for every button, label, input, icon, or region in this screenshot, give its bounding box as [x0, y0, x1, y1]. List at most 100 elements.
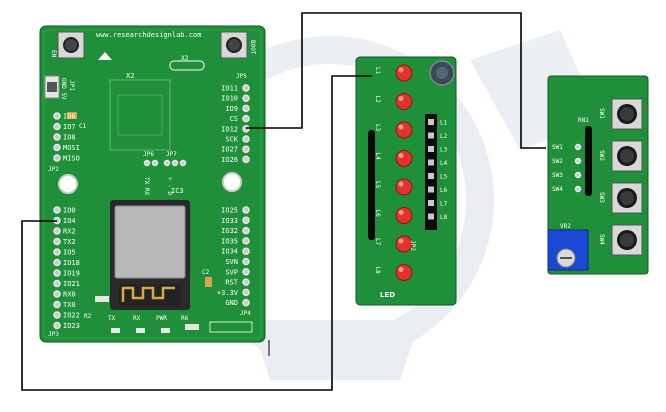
header-pin — [428, 132, 434, 139]
pin-label: IO12 — [221, 125, 238, 133]
jp4-label: JP4 — [240, 310, 251, 317]
right-pin-header: IO11IO10IO9CSIO12SCKIO27IO26IO25IO33IO32… — [217, 84, 250, 307]
led-label: L2 — [374, 96, 381, 104]
vr2-potentiometer[interactable] — [547, 229, 589, 271]
header-pin — [242, 247, 250, 255]
header-pin-label: L5 — [440, 174, 448, 181]
jp7-pin-label: + - D — [166, 177, 173, 195]
header-pin — [53, 290, 61, 298]
header-pin — [242, 278, 250, 286]
bottom-resistors — [95, 296, 109, 302]
header-pin-label: L1 — [440, 120, 448, 127]
header-pin — [428, 173, 434, 179]
switch-pin-label: SW4 — [552, 186, 563, 193]
led-highlight — [398, 267, 404, 272]
push-button-switch[interactable] — [611, 98, 643, 130]
rx-label: RX — [133, 315, 141, 322]
led-highlight — [398, 181, 404, 187]
pin-label: MOSI — [63, 144, 80, 152]
pin-label: IO27 — [221, 146, 238, 154]
vr2-label: VR2 — [560, 223, 571, 230]
led-highlight — [398, 124, 404, 130]
header-pin — [53, 143, 61, 152]
pin-label: IO21 — [63, 280, 80, 288]
header-body — [425, 114, 437, 230]
header-pin-label: L3 — [440, 147, 448, 154]
pin-label: IO26 — [221, 156, 238, 164]
header-pin — [428, 146, 434, 152]
led-board-divider — [368, 130, 375, 240]
header-pin-label: L6 — [440, 187, 448, 194]
header-pin — [53, 258, 61, 267]
header-pin — [242, 94, 250, 102]
led-jp-label: JP2 — [409, 240, 416, 251]
push-button-switch[interactable] — [611, 224, 643, 256]
header-pin — [53, 122, 61, 131]
jp1-label: JP1 — [68, 80, 75, 91]
header-pin — [53, 237, 61, 246]
push-button-switch[interactable] — [611, 182, 643, 214]
jp4-header — [209, 321, 253, 333]
switch-label: SW4 — [598, 234, 605, 245]
pin-label: IO18 — [63, 259, 80, 267]
switch-pin — [574, 185, 582, 193]
x3-label: X3 — [181, 55, 189, 62]
wires — [21, 12, 546, 391]
x2-footprint — [109, 79, 171, 151]
jp7-label: JP7 — [166, 151, 177, 158]
rn1-label: RN1 — [578, 117, 589, 124]
header-pin-label: L7 — [440, 201, 448, 208]
pin-label: IO34 — [221, 248, 238, 256]
jp6-jp7-header — [143, 159, 187, 167]
switch-pin — [574, 143, 582, 151]
boot-button[interactable] — [220, 31, 248, 59]
header-pin — [428, 119, 434, 125]
led-label: L4 — [374, 153, 381, 161]
header-pin — [53, 248, 61, 256]
header-pin-label: L2 — [440, 133, 448, 140]
switch-pin-label: SW2 — [552, 158, 563, 165]
mounting-hole-right — [222, 172, 242, 192]
header-pin — [428, 213, 434, 220]
header-pin — [242, 226, 250, 235]
pin-label: TX2 — [63, 238, 76, 246]
pin-label: IO0 — [63, 207, 76, 215]
txrx-label: TX RX — [143, 177, 150, 195]
jp5-label: JP5 — [236, 73, 247, 80]
header-pin — [428, 186, 434, 193]
x2-label: X2 — [126, 72, 134, 80]
led-indicator — [395, 64, 413, 82]
pwr-led — [161, 328, 170, 333]
header-pin — [242, 206, 250, 214]
header-pin — [53, 300, 61, 309]
led-highlight — [398, 96, 404, 101]
switch-pin — [574, 157, 582, 165]
pin-label: GND — [225, 299, 238, 307]
led-indicator — [395, 264, 413, 281]
led-label: L8 — [374, 267, 381, 275]
push-button-switch[interactable] — [611, 140, 643, 172]
esp-module — [110, 200, 190, 310]
main-board-pcb — [39, 25, 266, 343]
jp6-label: JP6 — [143, 151, 154, 158]
pin-label: IO10 — [221, 95, 238, 103]
left-pin-header: IO6IO7IO8MOSIMISOIO0IO4RX2TX2IO5IO18IO19… — [53, 112, 80, 330]
led-label: L1 — [374, 67, 381, 75]
pin-label: TX0 — [63, 301, 76, 309]
orientation-marker — [98, 52, 112, 60]
pin-label: IO22 — [63, 312, 80, 320]
en-button[interactable] — [57, 31, 85, 59]
header-pin — [242, 288, 250, 297]
header-pin — [242, 84, 250, 92]
rx-led — [136, 328, 145, 333]
header-pin — [53, 311, 61, 319]
pin-label: IO35 — [221, 237, 238, 245]
c1-capacitor — [67, 112, 77, 119]
header-pin — [242, 155, 250, 164]
led-indicator — [395, 121, 413, 139]
